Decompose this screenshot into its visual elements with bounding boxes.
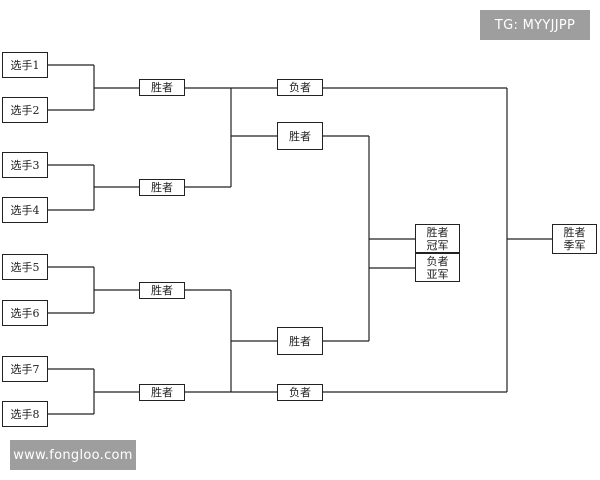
semi-bottom-winner: 胜者: [277, 327, 323, 355]
third-place-box: 胜者 季军: [552, 224, 597, 254]
round1-winner-3: 胜者: [139, 282, 185, 299]
player-5-box: 选手5: [2, 254, 48, 280]
round1-winner-4: 胜者: [139, 384, 185, 401]
semi-top-winner: 胜者: [277, 122, 323, 150]
player-4-box: 选手4: [2, 197, 48, 223]
watermark-bottom-left: www.fongloo.com: [10, 440, 136, 470]
final-champion: 胜者 冠军: [415, 224, 460, 253]
round1-winner-1: 胜者: [139, 79, 185, 96]
round1-winner-2: 胜者: [139, 179, 185, 196]
player-6-box: 选手6: [2, 300, 48, 326]
player-2-box: 选手2: [2, 97, 48, 123]
watermark-top-right: TG: MYYJJPP: [480, 10, 590, 40]
player-1-box: 选手1: [2, 52, 48, 78]
player-8-box: 选手8: [2, 401, 48, 427]
player-7-box: 选手7: [2, 356, 48, 382]
semi-top-loser: 负者: [277, 79, 323, 96]
player-3-box: 选手3: [2, 152, 48, 178]
final-runner-up: 负者 亚军: [415, 253, 460, 282]
semi-bottom-loser: 负者: [277, 384, 323, 401]
